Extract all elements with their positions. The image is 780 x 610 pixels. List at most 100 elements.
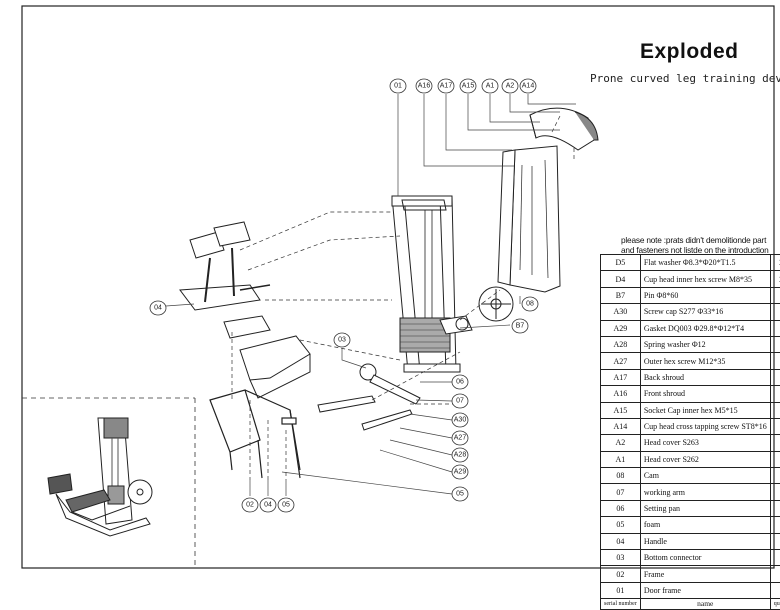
header-serial-number: serial number — [601, 599, 641, 610]
part-name-cell: Front shroud — [640, 386, 770, 402]
part-id-cell: A28 — [601, 336, 641, 352]
part-id-cell: A29 — [601, 320, 641, 336]
part-name-cell: Cup head cross tapping screw ST8*16 — [640, 418, 770, 434]
part-name-cell: Setting pan — [640, 500, 770, 516]
page-title: Exploded — [640, 40, 739, 64]
part-name-cell: Screw cap S277 Φ33*16 — [640, 304, 770, 320]
table-row: 05foam1 — [601, 517, 780, 533]
part-name-cell: Frame — [640, 566, 770, 582]
part-id-cell: A17 — [601, 369, 641, 385]
part-qty-cell: 1 — [770, 566, 780, 582]
callout-04-bottom: 04 — [264, 502, 272, 509]
callout-a27: A27 — [454, 435, 467, 442]
part-qty-cell: 2 — [770, 418, 780, 434]
part-qty-cell: 1 — [770, 386, 780, 402]
part-qty-cell: 4 — [770, 402, 780, 418]
part-id-cell: 05 — [601, 517, 641, 533]
parts-table-footer: serial number name quantity — [601, 599, 780, 610]
part-name-cell: Head cover S263 — [640, 435, 770, 451]
part-qty-cell: 12 — [770, 255, 780, 271]
drawing-sheet: 01 A16 A17 A15 A1 A2 A14 04 08 B7 — [0, 0, 780, 571]
part-qty-cell: 8 — [770, 336, 780, 352]
cam — [479, 287, 513, 321]
part-id-cell: A30 — [601, 304, 641, 320]
part-name-cell: working arm — [640, 484, 770, 500]
part-name-cell: Back shroud — [640, 369, 770, 385]
part-name-cell: Flat washer Φ8.3*Φ20*T1.5 — [640, 255, 770, 271]
assembled-machine-thumbnail — [48, 418, 152, 536]
part-id-cell: B7 — [601, 287, 641, 303]
callout-a16: A16 — [418, 83, 431, 90]
part-qty-cell: 1 — [770, 451, 780, 467]
part-name-cell: Bottom connector — [640, 550, 770, 566]
part-id-cell: 03 — [601, 550, 641, 566]
callout-a1: A1 — [486, 83, 495, 90]
part-name-cell: Socket Cap inner hex M5*15 — [640, 402, 770, 418]
part-id-cell: A1 — [601, 451, 641, 467]
header-name: name — [640, 599, 770, 610]
part-name-cell: Cam — [640, 468, 770, 484]
callout-a14: A14 — [522, 83, 535, 90]
part-qty-cell: 1 — [770, 533, 780, 549]
part-id-cell: A15 — [601, 402, 641, 418]
part-name-cell: Outer hex screw M12*35 — [640, 353, 770, 369]
bottom-connector — [318, 364, 420, 430]
part-qty-cell: 2 — [770, 500, 780, 516]
part-qty-cell: 1 — [770, 582, 780, 598]
callout-04-left: 04 — [154, 305, 162, 312]
part-name-cell: foam — [640, 517, 770, 533]
table-row: 04Handle1 — [601, 533, 780, 549]
part-id-cell: 02 — [601, 566, 641, 582]
part-name-cell: Handle — [640, 533, 770, 549]
callout-05-bottom: 05 — [282, 502, 290, 509]
part-name-cell: Pin Φ8*60 — [640, 287, 770, 303]
table-row: 02Frame1 — [601, 566, 780, 582]
callout-07: 07 — [456, 398, 464, 405]
part-id-cell: D4 — [601, 271, 641, 287]
part-id-cell: A14 — [601, 418, 641, 434]
part-qty-cell: 1 — [770, 435, 780, 451]
part-id-cell: A27 — [601, 353, 641, 369]
callout-05-right: 05 — [456, 491, 464, 498]
callout-a29: A29 — [454, 469, 467, 476]
frame — [210, 390, 300, 478]
handle — [180, 222, 270, 310]
callout-06: 06 — [456, 379, 464, 386]
part-qty-cell: 1 — [770, 468, 780, 484]
part-name-cell: Cup head inner hex screw M8*35 — [640, 271, 770, 287]
callout-a15: A15 — [462, 83, 475, 90]
part-qty-cell: 8 — [770, 320, 780, 336]
part-qty-cell: 1 — [770, 517, 780, 533]
head-cover — [530, 108, 598, 150]
part-id-cell: A16 — [601, 386, 641, 402]
header-quantity: quantity — [770, 599, 780, 610]
callout-02: 02 — [246, 502, 254, 509]
part-name-cell: Head cover S262 — [640, 451, 770, 467]
part-id-cell: A2 — [601, 435, 641, 451]
part-id-cell: D5 — [601, 255, 641, 271]
part-qty-cell: 1 — [770, 550, 780, 566]
seat-pad — [224, 316, 310, 398]
door-frame — [392, 196, 460, 372]
part-qty-cell: 2 — [770, 287, 780, 303]
part-qty-cell: 8 — [770, 353, 780, 369]
part-qty-cell: 2 — [770, 484, 780, 500]
callout-01: 01 — [394, 83, 402, 90]
callout-a17: A17 — [440, 83, 453, 90]
part-id-cell: 04 — [601, 533, 641, 549]
parts-note: please note :prats didn't demolitionde p… — [621, 235, 780, 255]
part-id-cell: 01 — [601, 582, 641, 598]
